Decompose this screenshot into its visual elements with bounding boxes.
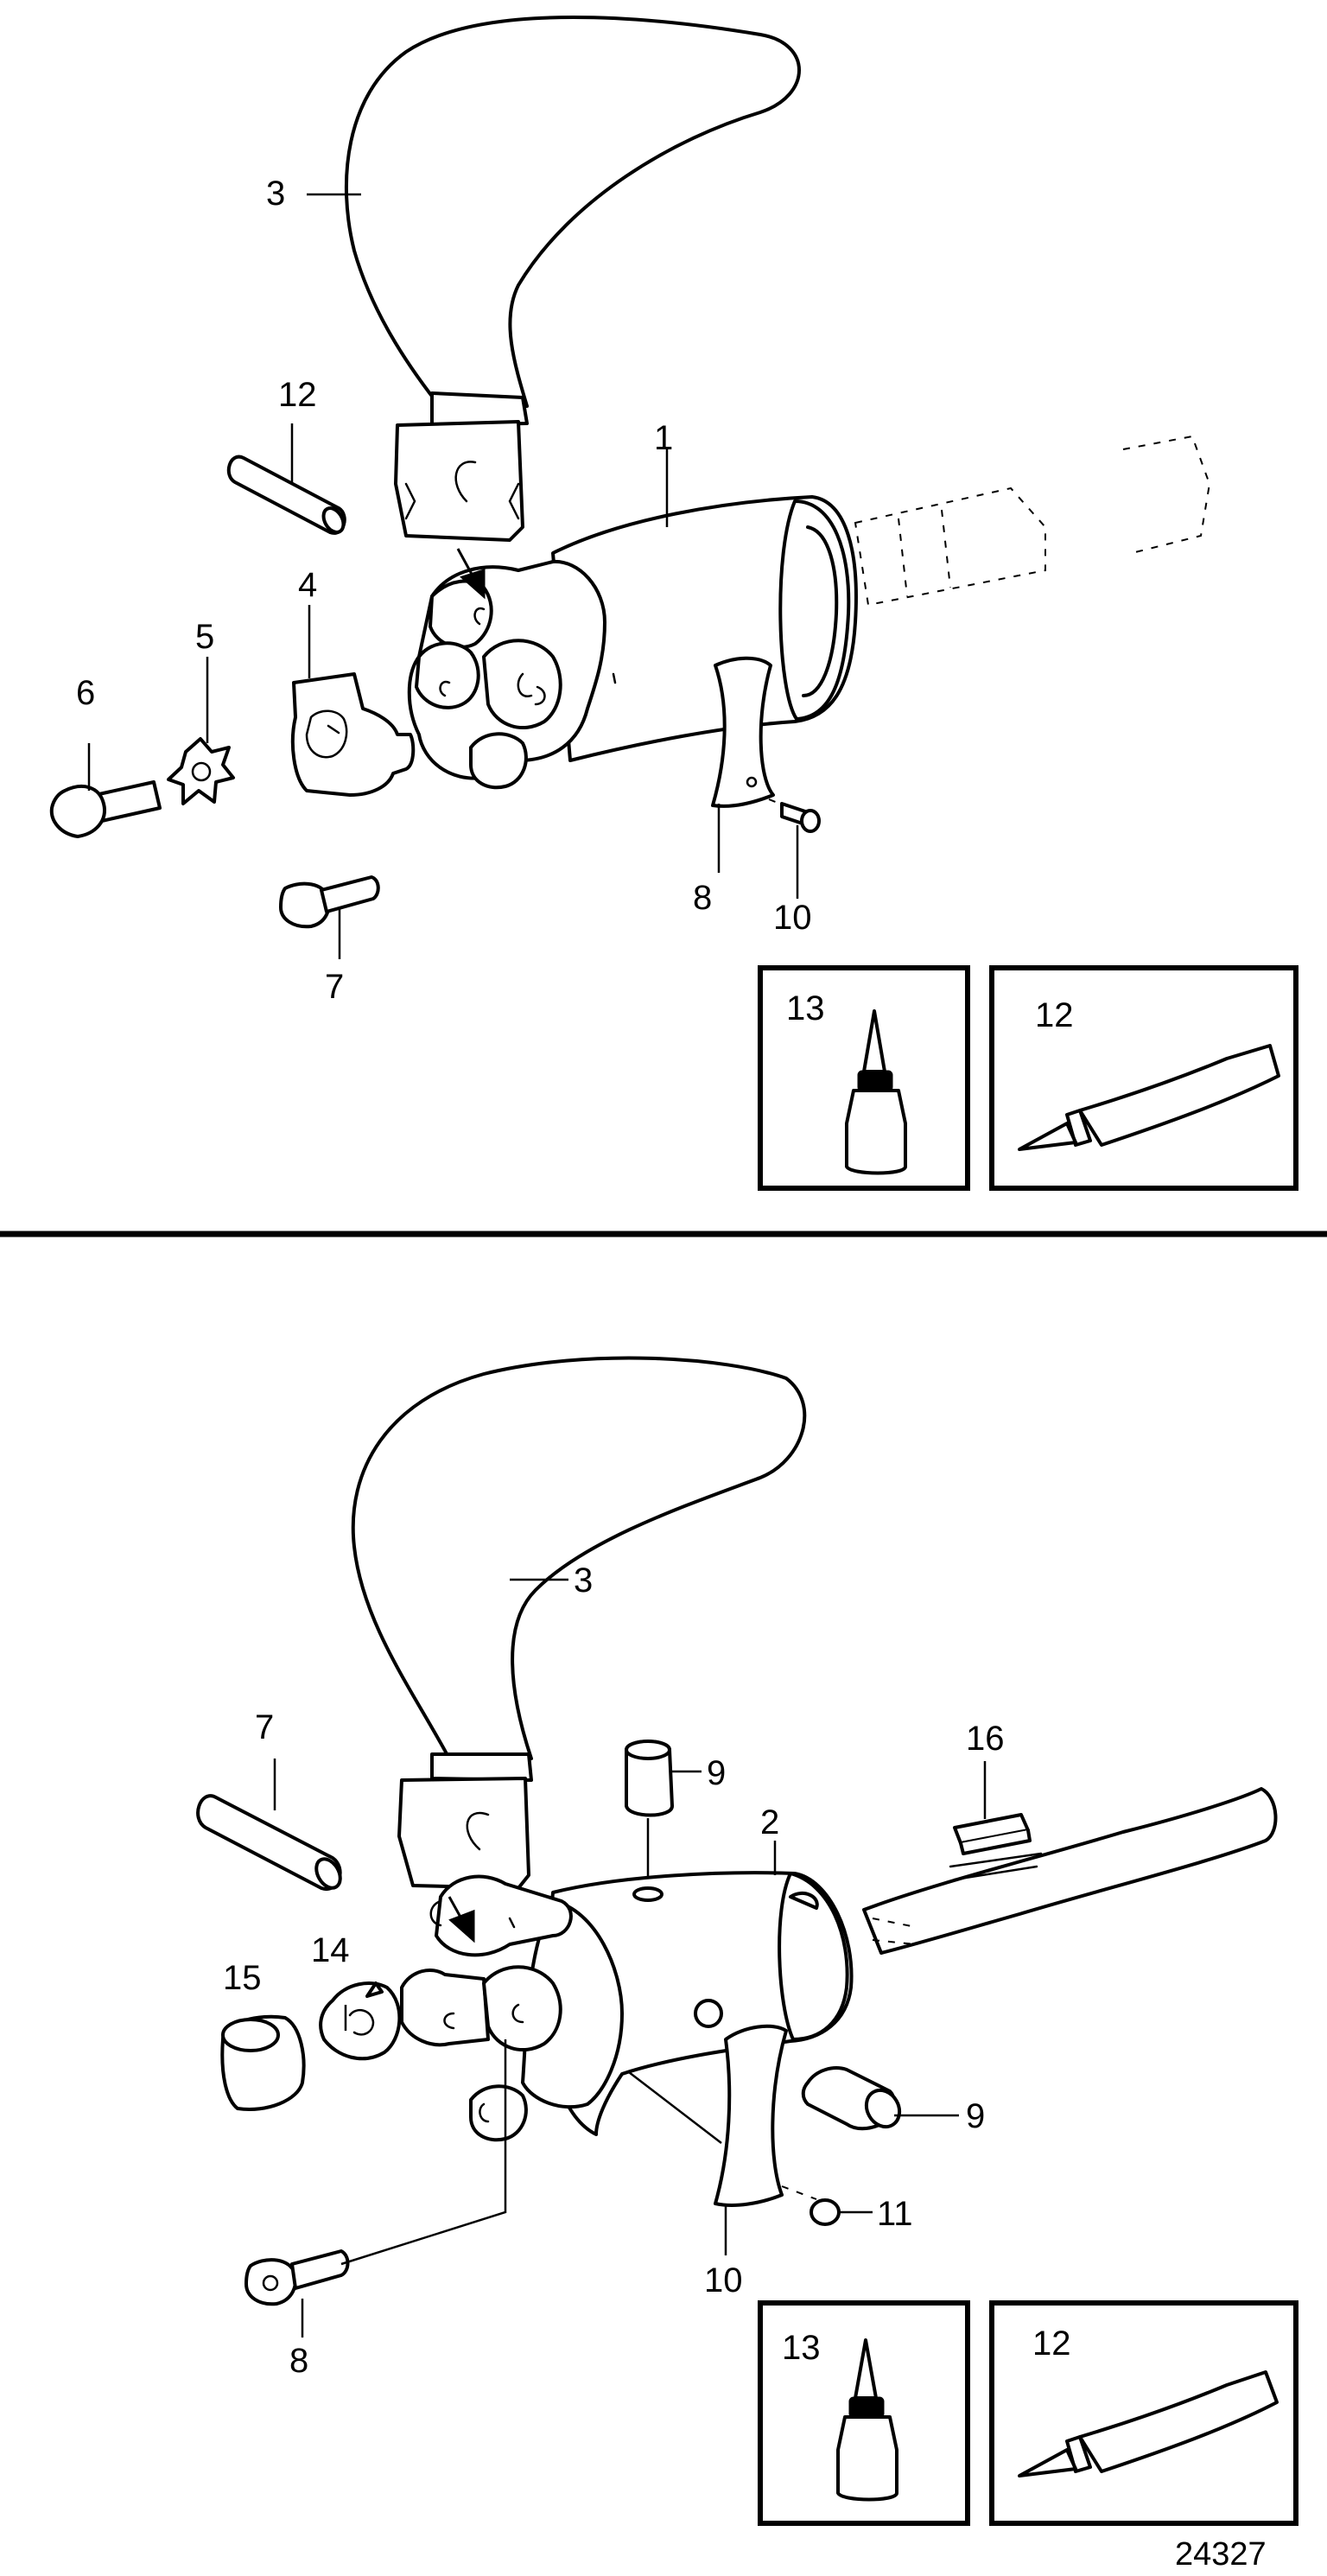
- callout-8: 7: [325, 968, 344, 1006]
- callout-16: 16: [966, 1720, 1005, 1758]
- callout-1: 1: [654, 419, 673, 457]
- key-part-16: [953, 1813, 1032, 1855]
- friction-segment-part-10: [711, 656, 775, 808]
- grease-tube-icon: [1018, 2370, 1279, 2477]
- figure-number: 24327: [1175, 2536, 1267, 2572]
- lock-washer-part-5: [167, 737, 235, 805]
- callout-10: 8: [693, 879, 712, 917]
- dropper-bottle-icon: [845, 1009, 907, 1175]
- small-screw-part-11-lower: [781, 2185, 841, 2226]
- callout-10-lower: 10: [704, 2261, 743, 2299]
- bushing-part-9-lower: [801, 2066, 902, 2131]
- callout-11: 10: [773, 899, 812, 937]
- top-inset-grease: 12: [989, 965, 1298, 1191]
- callout-7-lower: 7: [255, 1708, 274, 1746]
- bottom-panel: 3 7 9 16 2 15 14 9 10 11 8 13 12: [196, 1356, 1298, 2573]
- bottom-inset-adhesive: 13: [758, 2300, 970, 2526]
- bottom-leaders: [273, 1578, 987, 2337]
- inset-label-13-lower: 13: [782, 2329, 821, 2367]
- grease-tube-icon: [1018, 1044, 1280, 1151]
- callout-2: 2: [760, 1803, 779, 1841]
- lever-handle-part-3: [344, 16, 801, 542]
- top-callouts: 3 12 1 4 5 6 7 8 10: [76, 175, 812, 1006]
- top-panel: 3 12 1 4 5 6 7 8 10 13 12: [49, 16, 1298, 1191]
- small-screw-part-11: [768, 798, 821, 833]
- inset-label-13: 13: [786, 989, 825, 1027]
- bottom-callouts: 3 7 9 16 2 15 14 9 10 11 8: [223, 1562, 1005, 2380]
- pin-part-7: [226, 455, 346, 535]
- top-inset-adhesive: 13: [758, 965, 970, 1191]
- callout-9-lower: 9: [966, 2097, 985, 2135]
- callout-14: 14: [311, 1931, 350, 1969]
- callout-9-upper: 9: [707, 1754, 726, 1792]
- control-housing-part-1: [407, 495, 858, 790]
- bottom-shaft: [862, 1787, 1278, 1955]
- callout-4: 4: [298, 566, 317, 604]
- lever-handle-part-3-lower: [351, 1356, 807, 1890]
- callout-15: 15: [223, 1959, 262, 1997]
- callout-11-lower: 11: [877, 2195, 913, 2233]
- friction-segment-part-10-lower: [628, 2024, 788, 2207]
- callout-5: 5: [195, 618, 214, 656]
- bushing-part-15: [220, 2014, 306, 2111]
- bottom-insert-arrow: [448, 1896, 475, 1943]
- control-housing-part-2: [400, 1871, 854, 2142]
- bottom-inset-grease: 12: [989, 2300, 1298, 2526]
- screw-part-8: [279, 875, 380, 929]
- top-leaders: [87, 193, 799, 959]
- callout-3: 3: [266, 175, 285, 213]
- top-shaft: [854, 435, 1211, 607]
- detent-bracket-part-4: [290, 672, 416, 797]
- callout-3-lower: 3: [574, 1562, 593, 1600]
- pin-part-7-lower: [196, 1794, 342, 1892]
- screw-part-8-lower: [244, 2039, 507, 2306]
- callout-7: 12: [278, 376, 317, 414]
- callout-6: 6: [76, 674, 95, 712]
- washer-part-14: [319, 1981, 402, 2061]
- bushing-part-9-upper: [625, 1740, 674, 1892]
- screw-part-6: [49, 780, 162, 838]
- dropper-bottle-icon: [836, 2338, 898, 2502]
- callout-8-lower: 8: [289, 2342, 308, 2380]
- inset-label-12-lower: 12: [1032, 2325, 1071, 2363]
- inset-label-12: 12: [1035, 996, 1074, 1034]
- top-insert-arrow: [456, 548, 486, 600]
